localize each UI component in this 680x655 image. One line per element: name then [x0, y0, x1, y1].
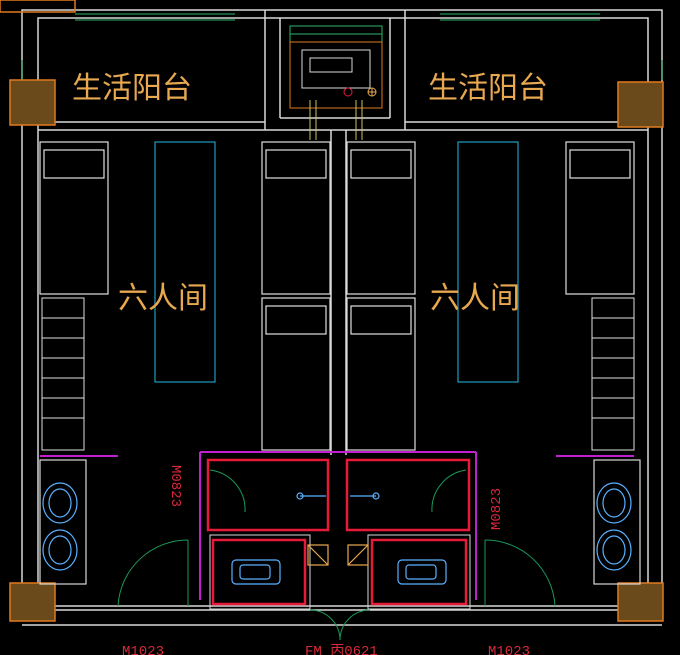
corner-marker [0, 0, 76, 13]
door-entry-right-label: M1023 [488, 644, 530, 655]
shelves [41, 297, 635, 451]
balcony-right-label: 生活阳台 [428, 71, 548, 106]
pipes [309, 100, 363, 140]
bathrooms [206, 458, 471, 606]
door-center-label: FM 丙0621 [305, 644, 378, 655]
room-left-label: 六人间 [118, 281, 208, 316]
beds [39, 141, 635, 451]
balcony-left-label: 生活阳台 [72, 71, 192, 106]
door-swings [117, 469, 556, 641]
counters [40, 451, 634, 600]
bathroom-inner [209, 534, 471, 610]
columns [9, 79, 664, 622]
room-right-label: 六人间 [430, 281, 520, 316]
window-glazing [21, 13, 663, 80]
washbasins [39, 459, 641, 585]
center-door [307, 544, 369, 566]
door-entry-left-label: M1023 [122, 644, 164, 655]
walls [21, 9, 663, 626]
desks [154, 141, 519, 383]
door-inner-right-label: M0823 [489, 488, 505, 530]
fixtures [231, 492, 447, 585]
door-inner-left-label: M0823 [167, 465, 183, 507]
water-heater [289, 41, 383, 109]
